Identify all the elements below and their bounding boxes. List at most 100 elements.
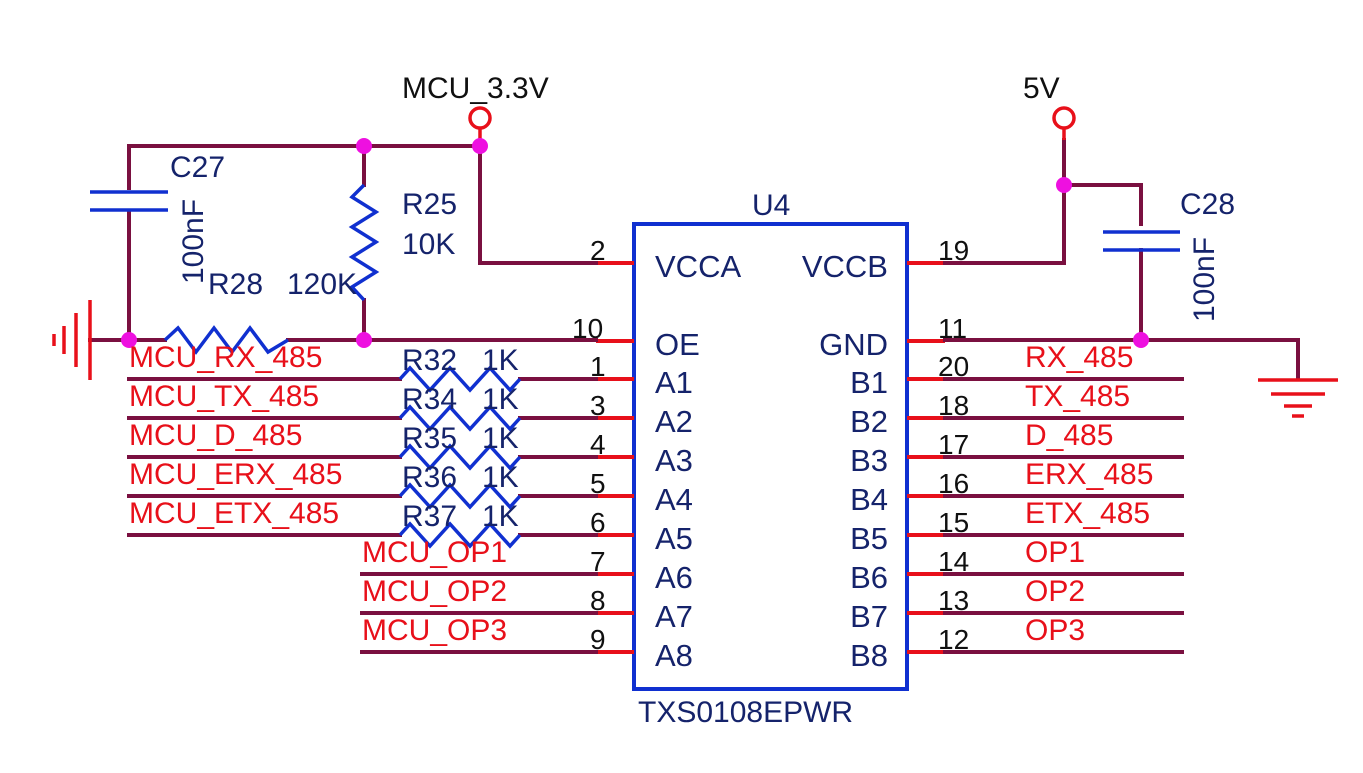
c27-ref: C27	[170, 151, 225, 184]
pin-name: A1	[655, 365, 693, 400]
pin-name: A2	[655, 404, 693, 439]
r34-ref: R34	[402, 383, 457, 416]
junction-dot	[356, 138, 372, 154]
ic-right-pin-numbers: 19 11 20 18 17 16 15 14 13 12	[938, 235, 969, 655]
r28-ref: R28	[208, 268, 263, 301]
net-label: MCU_ETX_485	[129, 497, 339, 530]
pin-number: 5	[590, 468, 606, 499]
junction-dot	[472, 138, 488, 154]
net-label: OP3	[1025, 614, 1085, 647]
resistor-r35	[398, 443, 522, 471]
pin-number: 12	[938, 624, 969, 655]
pin-name: B4	[850, 482, 888, 517]
left-signal-wires	[127, 377, 598, 654]
capacitor-c28: C28 100nF	[1103, 188, 1235, 322]
r28-value: 120K	[287, 268, 357, 301]
r25-ref: R25	[402, 188, 457, 221]
right-signal-wires	[943, 377, 1184, 654]
pin-name: A5	[655, 521, 693, 556]
pin-number: 13	[938, 585, 969, 616]
resistor-r28: R28 120K	[163, 268, 357, 355]
net-label: MCU_TX_485	[129, 380, 319, 413]
net-label: OP2	[1025, 575, 1085, 608]
junction-dot	[1133, 332, 1149, 348]
net-label: ETX_485	[1025, 497, 1150, 530]
resistor-r34	[398, 404, 522, 432]
net-label: MCU_D_485	[129, 419, 302, 452]
net-label: TX_485	[1025, 380, 1130, 413]
ic-right-pin-stubs	[907, 261, 945, 654]
left-power-wires	[88, 144, 598, 342]
r32-ref: R32	[402, 344, 457, 377]
r36-ref: R36	[402, 461, 457, 494]
vccb-5v-power-port: 5V	[1023, 72, 1076, 140]
net-label: MCU_OP1	[362, 536, 507, 569]
pin-name: B5	[850, 521, 888, 556]
pin-number: 17	[938, 429, 969, 460]
series-resistors	[398, 365, 522, 549]
c28-ref: C28	[1180, 188, 1235, 221]
net-label: D_485	[1025, 419, 1113, 452]
pin-number: 16	[938, 468, 969, 499]
pin-number: 19	[938, 235, 969, 266]
pin-name: A3	[655, 443, 693, 478]
pin-name: B6	[850, 560, 888, 595]
pin-number: 3	[590, 390, 606, 421]
resistor-r37	[398, 521, 522, 549]
r25-value: 10K	[402, 228, 455, 261]
junction-dot	[121, 332, 137, 348]
ic-ref: U4	[752, 189, 790, 222]
vccb-5v-label: 5V	[1023, 72, 1060, 105]
c27-value: 100nF	[177, 199, 210, 284]
r37-value: 1K	[482, 500, 519, 533]
pin-number: 8	[590, 585, 606, 616]
r37-ref: R37	[402, 500, 457, 533]
pin-number: 15	[938, 507, 969, 538]
pin-name: VCCA	[655, 249, 741, 284]
pin-name: OE	[655, 327, 700, 362]
net-label: OP1	[1025, 536, 1085, 569]
pin-number: 2	[590, 235, 606, 266]
pin-number: 7	[590, 546, 606, 577]
r35-value: 1K	[482, 422, 519, 455]
r35-ref: R35	[402, 422, 457, 455]
pin-number: 1	[590, 351, 606, 382]
pin-name: B7	[850, 599, 888, 634]
capacitor-c27: C27 100nF	[90, 151, 225, 284]
pin-number: 9	[590, 624, 606, 655]
r34-value: 1K	[482, 383, 519, 416]
pin-number: 20	[938, 351, 969, 382]
resistor-r32	[398, 365, 522, 393]
c28-value: 100nF	[1188, 237, 1221, 322]
ic-left-pin-numbers: 2 10 1 3 4 5 6 7 8 9	[572, 235, 606, 655]
left-ground-symbol	[52, 300, 92, 380]
pin-number: 6	[590, 507, 606, 538]
r36-value: 1K	[482, 461, 519, 494]
net-label: MCU_OP3	[362, 614, 507, 647]
mcu-3v3-power-port: MCU_3.3V	[402, 72, 549, 146]
pin-name: A6	[655, 560, 693, 595]
left-net-labels: MCU_RX_485 MCU_TX_485 MCU_D_485 MCU_ERX_…	[129, 341, 507, 647]
ic-left-pin-stubs	[596, 261, 634, 654]
net-label: MCU_ERX_485	[129, 458, 342, 491]
r32-value: 1K	[482, 344, 519, 377]
pin-name: B2	[850, 404, 888, 439]
pin-number: 14	[938, 546, 969, 577]
net-label: MCU_RX_485	[129, 341, 322, 374]
pin-number: 4	[590, 429, 606, 460]
pin-name: A8	[655, 638, 693, 673]
junction-dot	[356, 332, 372, 348]
pin-name: VCCB	[802, 249, 888, 284]
pin-name: A7	[655, 599, 693, 634]
net-label: MCU_OP2	[362, 575, 507, 608]
pin-name: B1	[850, 365, 888, 400]
pin-number: 18	[938, 390, 969, 421]
series-resistor-labels: R32 1K R34 1K R35 1K R36 1K R37 1K	[402, 344, 519, 533]
resistor-r25: R25 10K	[348, 183, 457, 302]
right-net-labels: RX_485 TX_485 D_485 ERX_485 ETX_485 OP1 …	[1025, 341, 1153, 647]
right-ground-symbol	[1258, 378, 1338, 418]
pin-name: B3	[850, 443, 888, 478]
pin-name: B8	[850, 638, 888, 673]
ic-left-pin-names: VCCA OE A1 A2 A3 A4 A5 A6 A7 A8	[655, 249, 741, 673]
